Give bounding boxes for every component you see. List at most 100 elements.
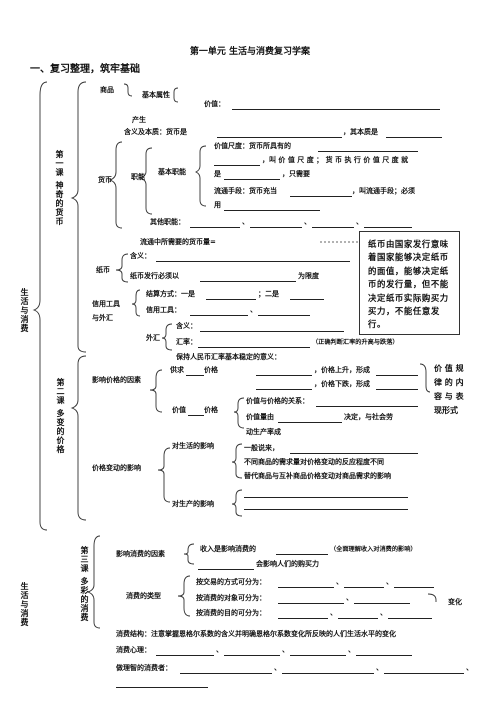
supply-blank[interactable] bbox=[186, 375, 204, 376]
measure-text: ，叫 价 值 尺 度 ； 货 币 执 行 价 值 尺 度 就 bbox=[262, 156, 409, 164]
value-price-blank[interactable] bbox=[188, 415, 204, 416]
credit-tool-heading-2: 与外汇 bbox=[92, 314, 113, 322]
change-label: 变化 bbox=[448, 598, 462, 606]
fx-meaning-blank[interactable] bbox=[200, 331, 344, 332]
type-1-label: 按交易的方式可分为： bbox=[196, 578, 266, 586]
type-1-blank-3[interactable] bbox=[394, 587, 434, 588]
measure-blank-3[interactable] bbox=[224, 179, 280, 180]
production-blank-1[interactable] bbox=[244, 497, 408, 498]
wise-consumer-label: 做理智的消费者： bbox=[116, 664, 172, 672]
circulation-blank-2[interactable] bbox=[224, 210, 320, 211]
general-label: 一般说来， bbox=[244, 444, 279, 452]
comma: 、 bbox=[330, 609, 337, 617]
credit-blank-1[interactable] bbox=[190, 315, 248, 316]
value-price-label: 价值 bbox=[172, 406, 186, 414]
other-func-label: 其他职能： bbox=[150, 218, 185, 226]
paper-meaning-label: 含义： bbox=[130, 252, 151, 260]
wise-blank-2[interactable] bbox=[282, 673, 374, 674]
type-3-blank-1[interactable] bbox=[278, 618, 328, 619]
comma: 、 bbox=[216, 646, 223, 654]
currency-label: 货币 bbox=[98, 176, 112, 184]
measure-label: 价值尺度：货币所具有的 bbox=[214, 142, 291, 150]
credit-label: 信用工具： bbox=[146, 306, 181, 314]
settlement-blank-2[interactable] bbox=[290, 299, 324, 300]
comma: 、 bbox=[386, 578, 393, 586]
rise-blank-1[interactable] bbox=[256, 375, 312, 376]
comma: 、 bbox=[250, 306, 257, 314]
other-func-blank-4[interactable] bbox=[364, 227, 412, 228]
demand-text-1: 不同商品的需求量对价格变动的反应程度不同 bbox=[244, 458, 384, 466]
commodity-label: 商品 bbox=[100, 86, 114, 94]
psychology-blank-1[interactable] bbox=[156, 655, 214, 656]
paper-meaning-blank[interactable] bbox=[156, 261, 350, 262]
psychology-blank-2[interactable] bbox=[224, 655, 280, 656]
type-1-blank-2[interactable] bbox=[344, 587, 384, 588]
income-note: （全面理解收入对消费的影响） bbox=[330, 546, 417, 553]
wise-blank-3[interactable] bbox=[384, 673, 464, 674]
rate-note: （正确判断汇率的升高与跌落） bbox=[312, 339, 399, 346]
other-func-blank-1[interactable] bbox=[190, 227, 240, 228]
value-label: 价值： bbox=[204, 100, 225, 108]
unit-label: 生活与消费 bbox=[20, 288, 29, 333]
circulation-text: ，叫流通手段；必须 bbox=[352, 187, 415, 195]
paper-money-label: 纸币 bbox=[96, 266, 110, 274]
rise-blank-2[interactable] bbox=[376, 375, 418, 376]
comma: 、 bbox=[346, 594, 353, 602]
other-func-blank-3[interactable] bbox=[312, 227, 354, 228]
magnitude-blank[interactable] bbox=[278, 422, 342, 423]
essence-blank-2[interactable] bbox=[386, 137, 442, 138]
type-1-blank-1[interactable] bbox=[278, 587, 334, 588]
value-price-2: 价格 bbox=[204, 406, 218, 414]
section-heading: 一、复习整理，筑牢基础 bbox=[30, 64, 140, 75]
lesson3-label: 第三课 多彩的消费 bbox=[80, 546, 89, 622]
price-blank[interactable] bbox=[198, 569, 254, 570]
structure-text: 消费结构：注意掌握恩格尔系数的含义并明确恩格尔系数变化所反映的人们生活水平的变化 bbox=[116, 630, 396, 638]
supply-label: 供求 bbox=[170, 366, 184, 374]
labor-label: 动生产率成 bbox=[246, 428, 281, 436]
type-3-blank-3[interactable] bbox=[388, 618, 432, 619]
type-3-blank-2[interactable] bbox=[338, 618, 378, 619]
measure-blank-1[interactable] bbox=[318, 151, 418, 152]
price-effects-label: 价格变动的影响 bbox=[92, 464, 141, 472]
rate-blank[interactable] bbox=[198, 347, 310, 348]
circulation-text-2: 用 bbox=[214, 201, 221, 209]
supply-price: 价格 bbox=[204, 366, 218, 374]
general-blank[interactable] bbox=[290, 453, 418, 454]
circulation-label: 流通手段：货币充当 bbox=[214, 187, 277, 195]
fall-blank-1[interactable] bbox=[256, 389, 312, 390]
basic-func-label: 基本职能 bbox=[158, 168, 186, 176]
consumption-factors-label: 影响消费的因素 bbox=[116, 550, 165, 558]
fall-label: ，价格下跌，形成 bbox=[314, 380, 370, 388]
comma: 、 bbox=[274, 664, 281, 672]
production-blank-2[interactable] bbox=[244, 509, 408, 510]
other-func-blank-2[interactable] bbox=[250, 227, 302, 228]
value-blank[interactable] bbox=[232, 109, 440, 110]
type-2-blank-2[interactable] bbox=[354, 603, 410, 604]
fx-meaning-label: 含义： bbox=[176, 322, 197, 330]
unit-label-2: 生活与消费 bbox=[20, 582, 29, 627]
comma: 、 bbox=[466, 664, 473, 672]
issue-blank[interactable] bbox=[200, 281, 296, 282]
consumption-types-label: 消费的类型 bbox=[126, 592, 161, 600]
wise-blank-1[interactable] bbox=[180, 673, 272, 674]
essence-label: 含义及本质：货币是 bbox=[124, 128, 187, 136]
psychology-blank-4[interactable] bbox=[356, 655, 412, 656]
credit-tool-heading: 信用工具 bbox=[92, 300, 120, 308]
measure-blank-2[interactable] bbox=[214, 165, 260, 166]
income-blank[interactable] bbox=[276, 554, 328, 555]
produce-label: 产生 bbox=[132, 116, 146, 124]
psychology-blank-3[interactable] bbox=[290, 655, 346, 656]
fall-blank-2[interactable] bbox=[376, 389, 418, 390]
settlement-blank-1[interactable] bbox=[206, 299, 256, 300]
comma: 、 bbox=[356, 218, 363, 226]
type-2-blank-1[interactable] bbox=[278, 603, 344, 604]
relation-blank[interactable] bbox=[316, 406, 418, 407]
essence-blank-1[interactable] bbox=[217, 137, 342, 138]
wise-blank-4[interactable] bbox=[116, 687, 208, 688]
credit-blank-2[interactable] bbox=[258, 315, 310, 316]
circulation-blank-1[interactable] bbox=[290, 196, 352, 197]
income-label: 收入是影响消费的 bbox=[200, 545, 256, 553]
rise-label: ，价格上升，形成 bbox=[314, 366, 370, 374]
comma: 、 bbox=[282, 646, 289, 654]
note-box: 纸币由国家发行意味着国家能够决定纸币的面值，能够决定纸币的发行量，但不能决定纸币… bbox=[359, 231, 460, 335]
